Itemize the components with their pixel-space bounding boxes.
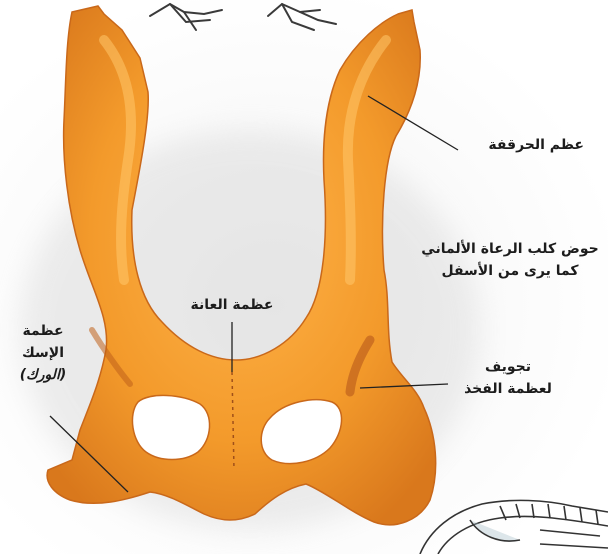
caption-line-1: حوض كلب الرعاة الألماني [412, 238, 608, 260]
skeleton-skull-corner [420, 500, 608, 554]
caption-line-2: كما يرى من الأسفل [412, 260, 608, 282]
ischium-label: عظمة الإسك (الورك) [4, 320, 82, 386]
caption: حوض كلب الرعاة الألماني كما يرى من الأسف… [412, 238, 608, 282]
acetabulum-label-line-2: لعظمة الفخذ [446, 378, 570, 400]
acetabulum-label: تجويف لعظمة الفخذ [446, 356, 570, 400]
ilium-label: عظم الحرقفة [476, 134, 584, 156]
skeleton-feet-top [150, 4, 336, 30]
ischium-label-line-1: عظمة [4, 320, 82, 342]
acetabulum-label-line-1: تجويف [446, 356, 570, 378]
ischium-label-line-3: (الورك) [4, 364, 82, 386]
ischium-label-line-2: الإسك [4, 342, 82, 364]
pubis-label: عظمة العانة [170, 294, 294, 316]
left-obturator-foramen [132, 395, 209, 459]
